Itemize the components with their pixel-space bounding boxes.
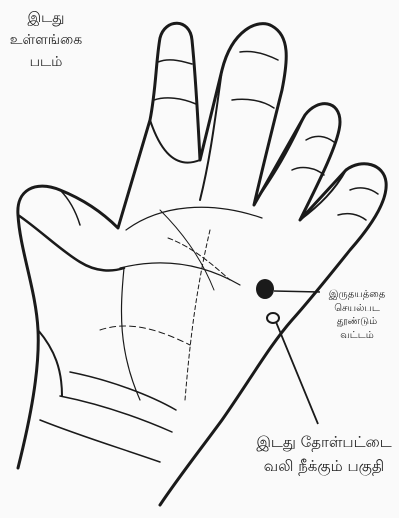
shoulder-point-marker: [267, 313, 279, 323]
heart-label-line-1: இருதயத்தை: [318, 288, 396, 302]
shoulder-label-line-1: இடது தோள்பட்டை: [250, 430, 398, 454]
shoulder-leader-line: [276, 322, 318, 424]
wrist-edge: [40, 420, 160, 462]
diagram-title: இடது உள்ளங்கை படம்: [6, 10, 86, 76]
heart-label-line-2: செயல்பட: [318, 302, 396, 316]
heart-label-line-4: வட்டம்: [318, 329, 396, 343]
crease-little-1: [350, 188, 378, 194]
wrist-left: [38, 330, 62, 396]
title-line-1: இடது: [6, 10, 86, 26]
finger-line-middle: [200, 70, 222, 200]
crease-ring-2: [292, 168, 324, 175]
thumb-outline: [18, 215, 124, 270]
heart-leader-line: [274, 291, 320, 292]
minor-line-3: [100, 326, 190, 345]
head-line: [120, 263, 240, 285]
fate-line: [185, 230, 210, 400]
title-line-2: உள்ளங்கை: [6, 32, 86, 48]
crease-index-2: [154, 98, 196, 104]
wrist-crease-2: [60, 396, 172, 432]
crease-index-1: [158, 60, 192, 64]
finger-line-index: [150, 120, 200, 163]
heart-label-line-3: தூண்டும்: [318, 315, 396, 329]
wrist-crease-1: [70, 372, 176, 410]
crease-middle-2: [232, 99, 274, 108]
life-line: [121, 268, 140, 400]
shoulder-label-line-2: வலி நீக்கும் பகுதி: [250, 454, 398, 478]
title-line-3: படம்: [6, 54, 86, 70]
shoulder-area-label: இடது தோள்பட்டை வலி நீக்கும் பகுதி: [250, 430, 398, 478]
crease-middle-1: [240, 51, 278, 60]
heart-point-label: இருதயத்தை செயல்பட தூண்டும் வட்டம்: [318, 288, 396, 342]
heart-line: [126, 207, 262, 230]
crease-little-2: [338, 214, 366, 220]
crease-ring-1: [306, 136, 334, 142]
heart-point-marker: [256, 279, 274, 299]
minor-line-1: [160, 210, 214, 290]
